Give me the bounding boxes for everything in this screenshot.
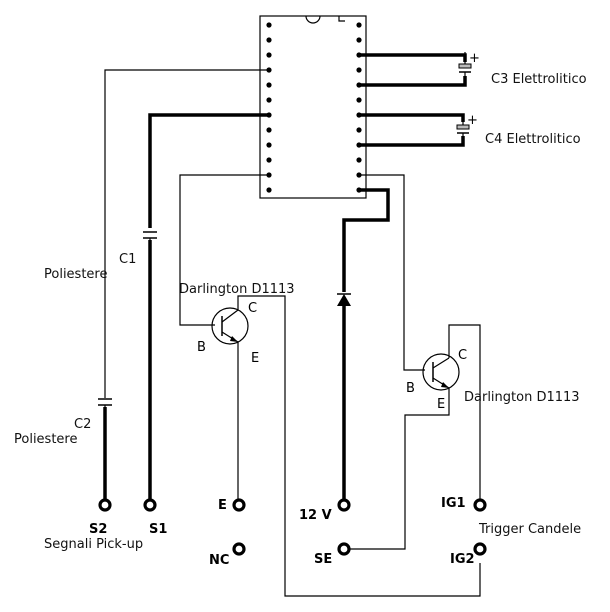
ic-pin-left [266,22,272,28]
label-t1: Darlington D1113 [179,282,295,297]
wire-t2-emitter-se [344,388,450,550]
capacitor-c4: + [456,113,478,146]
label-e: E [218,498,227,513]
capacitor-c3: + [458,51,480,86]
wire-c3-minus [359,76,467,87]
label-ig2: IG2 [450,552,475,567]
diode [337,293,351,320]
ic-pin-left [266,82,272,88]
label-ig1: IG1 [441,496,466,511]
label-s2: S2 [89,522,107,537]
label-t1-collector: C [248,301,257,316]
terminals [98,498,487,556]
wire-c2-top [104,69,269,398]
transistor-t1 [211,307,249,345]
wire-t1-collector-ig2 [237,295,481,597]
terminal-12v [337,498,351,512]
ic-pin-left [266,127,272,133]
wire-c3-plus [359,53,467,62]
label-s1: S1 [149,522,167,537]
ic-pins [266,22,362,193]
ic-pin-left [266,37,272,43]
label-c4: C4 Elettrolitico [485,132,581,147]
label-trigger: Trigger Candele [478,522,581,537]
ic-pin-left [266,97,272,103]
label-t1-emitter: E [251,351,259,366]
wire-c4-minus [359,136,465,147]
capacitor-c1 [143,231,157,250]
wire-t2-base [359,174,425,371]
ic-notch [305,15,321,24]
terminal-nc [232,542,246,556]
terminal-s2 [98,498,112,512]
label-c2-type: Poliestere [14,432,77,447]
label-t1-base: B [197,340,206,355]
ic-pin-left [266,187,272,193]
wire-t2-collector-ig1 [448,324,481,505]
ic-pin-right [356,97,362,103]
terminal-se [337,542,351,556]
ic-pin-right [356,127,362,133]
ic-pin-right [356,22,362,28]
label-t2: Darlington D1113 [464,390,580,405]
terminal-ig1 [473,498,487,512]
ic-pin-left [266,52,272,58]
terminal-e [232,498,246,512]
ic-pin-left [266,142,272,148]
label-t2-collector: C [458,348,467,363]
terminal-ig2 [473,542,487,556]
wire-c4-plus [359,113,465,122]
ic-body [259,15,367,199]
label-12v: 12 V [299,508,332,523]
label-c2: C2 [74,417,91,432]
label-t2-base: B [406,381,415,396]
ic-pin-left [266,157,272,163]
label-pickup: Segnali Pick-up [44,537,143,552]
wire-c1-top [148,113,269,228]
wire-t1-base [179,174,269,326]
label-c1: C1 [119,252,136,267]
ic-pin-right [356,37,362,43]
terminal-s1 [143,498,157,512]
ic-chip [259,15,367,199]
wire-diode-top [342,188,390,292]
label-se: SE [314,552,332,567]
ic-pin-right [356,67,362,73]
ic-pin-right [356,157,362,163]
c4-plus-sign: + [467,113,478,128]
transistor-t2 [422,353,460,391]
c3-plus-sign: + [469,51,480,66]
label-t2-emitter: E [437,397,445,412]
label-nc: NC [209,553,229,568]
ic-pin1-mark [338,16,345,22]
capacitor-c2 [98,398,112,415]
label-c3: C3 Elettrolitico [491,72,587,87]
label-c1-type: Poliestere [44,267,107,282]
